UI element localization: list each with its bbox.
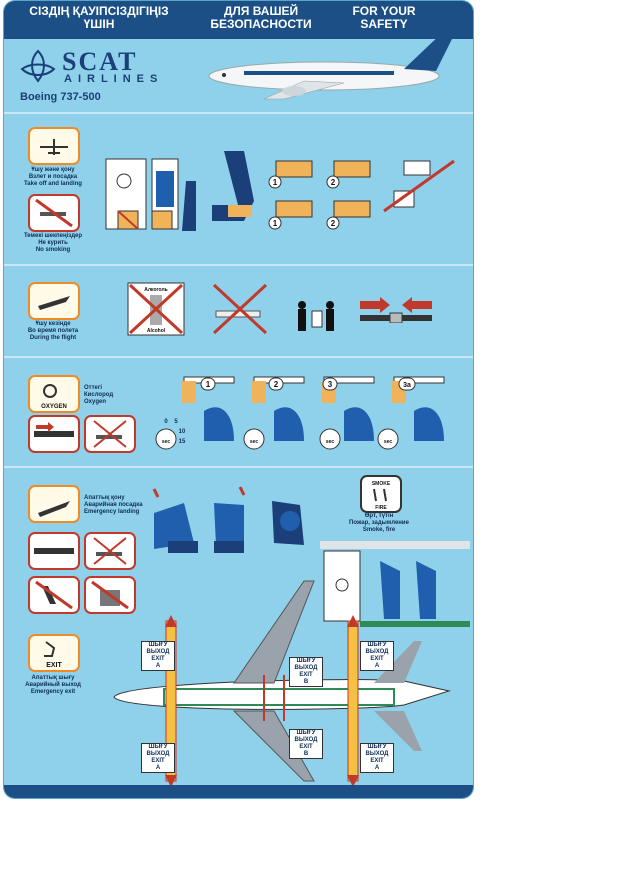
no-cigarette-icon <box>212 283 268 335</box>
step-badge: 2 <box>326 216 340 230</box>
svg-text:Алкоголь: Алкоголь <box>144 287 167 293</box>
aircraft-illustration <box>208 31 456 100</box>
emergency-landing-icon-box <box>28 485 80 523</box>
logo-name: SCAT <box>62 47 138 76</box>
step-badge: 3a <box>398 377 416 391</box>
svg-text:1: 1 <box>273 219 278 228</box>
oxygen-icon-box: OXYGEN <box>28 375 80 413</box>
step-badge: 3 <box>322 377 338 391</box>
smoke-fire-label: Өрт, түтін Пожар, задымление Smoke, fire <box>349 513 409 533</box>
airplane-flying-icon <box>38 296 70 310</box>
timer-tick: 10 <box>178 429 186 435</box>
svg-text:sec: sec <box>250 439 259 445</box>
logo-sub: AIRLINES <box>64 73 164 85</box>
no-smoking-oxygen-icon-box <box>84 415 136 453</box>
timer-icon: sec <box>243 428 265 450</box>
svg-text:sec: sec <box>384 439 393 445</box>
no-luggage-icon <box>91 580 129 610</box>
exit-icon: EXIT <box>44 641 63 669</box>
oxygen-mask-icon: OXYGEN <box>41 384 67 410</box>
step-badge: 1 <box>268 175 282 189</box>
timer-tick: 0 <box>164 419 168 425</box>
card-header: СІЗДІҢ ҚАУІПСІЗДІГІҢІЗ ҮШІН ДЛЯ ВАШЕЙ БЕ… <box>4 1 473 39</box>
smoke-fire-icon-box: SMOKE FIRE <box>360 475 402 513</box>
no-high-heels-icon-box <box>28 576 80 614</box>
svg-text:Alcohol: Alcohol <box>147 328 166 334</box>
emergency-landing-label: Апаттық қону Аварийная посадка Emergency… <box>84 495 143 515</box>
svg-text:1: 1 <box>206 380 211 389</box>
fasten-seatbelt-icon-box <box>28 532 80 570</box>
divider-1 <box>4 112 473 114</box>
fasten-seatbelt-icon-box <box>28 415 80 453</box>
header-kazakh: СІЗДІҢ ҚАУІПСІЗДІГІҢІЗ ҮШІН <box>29 4 169 31</box>
airplane-icon <box>40 139 68 155</box>
svg-text:OXYGEN: OXYGEN <box>41 404 67 410</box>
emergency-exit-icon-box: EXIT <box>28 634 80 672</box>
svg-text:EXIT: EXIT <box>46 662 62 669</box>
seatbelt-icon <box>34 548 74 554</box>
timer-icon: sec <box>377 428 399 450</box>
smoke-fire-icon: SMOKE FIRE <box>372 481 391 511</box>
no-smoking-icon <box>93 420 127 448</box>
safety-card: СІЗДІҢ ҚАУІПСІЗДІГІҢІЗ ҮШІН ДЛЯ ВАШЕЙ БЕ… <box>3 0 474 799</box>
during-flight-icon-box <box>28 282 80 320</box>
no-alcohol-icon: Алкоголь Alcohol <box>127 282 185 336</box>
divider-3 <box>4 356 473 358</box>
divider-2 <box>4 264 473 266</box>
takeoff-illustrations <box>105 151 455 231</box>
airline-brand: SCAT AIRLINES <box>18 47 208 95</box>
no-high-heels-icon <box>35 580 73 610</box>
emergency-exit-label: Апаттық шығу Аварийный выход Emergency e… <box>25 675 81 695</box>
smoke-evacuation-illustration <box>320 541 470 627</box>
oxygen-label: Оттегі Кислород Oxygen <box>84 385 114 405</box>
svg-text:SMOKE: SMOKE <box>372 481 391 487</box>
no-smoking-icon <box>93 537 127 565</box>
svg-text:3a: 3a <box>403 382 411 389</box>
seatbelt-icon <box>360 297 432 323</box>
card-footer-band <box>4 785 473 798</box>
svg-text:2: 2 <box>274 380 279 389</box>
svg-text:2: 2 <box>331 219 336 228</box>
timer-tick: 15 <box>178 439 186 445</box>
svg-text:2: 2 <box>331 178 336 187</box>
step-badge: 2 <box>268 377 284 391</box>
no-smoking-lavatory-icon <box>298 301 334 331</box>
no-smoking-icon-box <box>84 532 136 570</box>
during-flight-label: Ұшу кезінде Во время полета During the f… <box>27 321 79 341</box>
svg-text:FIRE: FIRE <box>375 505 387 511</box>
timer-icon: sec <box>155 428 177 450</box>
seatbelt-icon <box>34 422 74 437</box>
timer-icon: sec <box>319 428 341 450</box>
takeoff-landing-label: Ұшу және қону Взлет и посадка Take off a… <box>24 167 82 187</box>
airplane-landing-icon <box>38 501 70 517</box>
step-badge: 2 <box>326 175 340 189</box>
no-smoking-icon <box>35 198 73 228</box>
header-russian: ДЛЯ ВАШЕЙ БЕЗОПАСНОСТИ <box>210 4 312 31</box>
svg-text:sec: sec <box>162 439 171 445</box>
no-luggage-icon-box <box>84 576 136 614</box>
header-english: FOR YOUR SAFETY <box>352 4 416 31</box>
oxygen-illustrations <box>182 376 445 441</box>
takeoff-landing-icon-box <box>28 127 80 165</box>
step-badge: 1 <box>268 216 282 230</box>
svg-text:3: 3 <box>328 380 333 389</box>
timer-tick: 5 <box>174 419 178 425</box>
step-badge: 1 <box>200 377 216 391</box>
scat-logo-icon <box>20 49 56 83</box>
no-smoking-label: Темекі шекпеңіздер Не курить No smoking <box>23 233 83 253</box>
aircraft-exit-diagram <box>113 580 451 787</box>
aircraft-model: Boeing 737-500 <box>20 91 101 103</box>
brace-position-illustration <box>152 486 304 553</box>
divider-4 <box>4 466 473 468</box>
svg-text:1: 1 <box>273 178 278 187</box>
svg-text:sec: sec <box>326 439 335 445</box>
no-smoking-icon-box <box>28 194 80 232</box>
